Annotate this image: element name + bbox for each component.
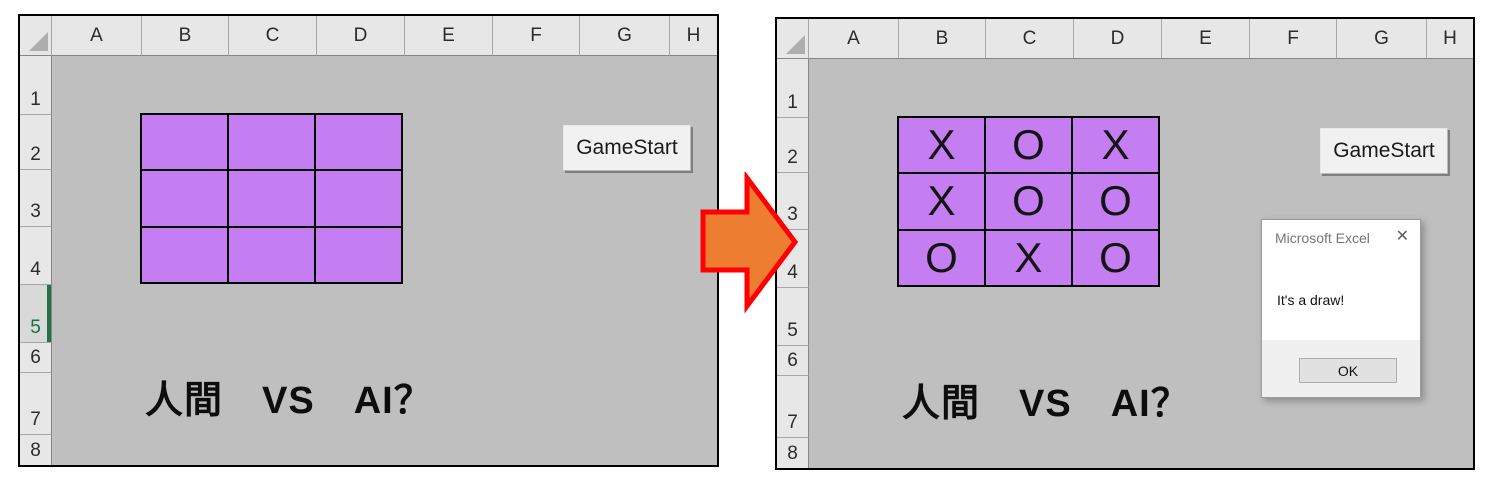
column-header-h[interactable]: H xyxy=(1427,19,1473,59)
ok-button[interactable]: OK xyxy=(1299,358,1397,383)
board-cell[interactable]: X xyxy=(899,118,984,173)
board-cell[interactable] xyxy=(229,171,314,226)
row-header-7[interactable]: 7 xyxy=(20,373,52,435)
board-cell[interactable] xyxy=(316,227,401,282)
board-cell[interactable]: O xyxy=(986,174,1071,229)
board-cell[interactable]: X xyxy=(1073,118,1158,173)
row-header-1[interactable]: 1 xyxy=(20,56,52,115)
gamestart-button[interactable]: GameStart xyxy=(1320,128,1448,174)
column-header-g[interactable]: G xyxy=(1337,19,1427,59)
gamestart-button[interactable]: GameStart xyxy=(563,125,691,171)
board-cell[interactable] xyxy=(316,115,401,170)
row-header-8[interactable]: 8 xyxy=(777,438,809,468)
row-header-4[interactable]: 4 xyxy=(20,227,52,285)
column-header-a[interactable]: A xyxy=(809,19,899,59)
board-cell[interactable]: O xyxy=(1073,174,1158,229)
msgbox-footer: OK xyxy=(1262,340,1420,397)
tictactoe-board-empty xyxy=(140,113,403,284)
column-header-c[interactable]: C xyxy=(229,16,317,56)
board-cell[interactable]: O xyxy=(986,118,1071,173)
board-cell[interactable] xyxy=(142,115,227,170)
board-cell[interactable] xyxy=(229,227,314,282)
board-cell[interactable] xyxy=(142,227,227,282)
versus-caption: 人間 VS AI？ xyxy=(902,383,1190,425)
row-header-column: 1 2 3 4 5 6 7 8 xyxy=(20,56,52,465)
transform-arrow xyxy=(695,170,805,314)
column-header-a[interactable]: A xyxy=(52,16,142,56)
spreadsheet-after: A B C D E F G H 1 2 3 4 5 6 7 8 X O X X … xyxy=(775,17,1475,470)
board-cell[interactable]: X xyxy=(899,174,984,229)
board-cell[interactable]: O xyxy=(899,230,984,285)
row-header-5-selected[interactable]: 5 xyxy=(20,285,52,343)
row-header-2[interactable]: 2 xyxy=(777,118,809,173)
row-header-3[interactable]: 3 xyxy=(20,170,52,227)
select-all-corner[interactable] xyxy=(20,16,52,56)
column-header-f[interactable]: F xyxy=(1250,19,1337,59)
board-cell[interactable] xyxy=(316,171,401,226)
close-icon[interactable]: ✕ xyxy=(1395,228,1409,245)
column-header-b[interactable]: B xyxy=(899,19,986,59)
tictactoe-board-filled: X O X X O O O X O xyxy=(897,116,1160,287)
column-header-g[interactable]: G xyxy=(580,16,670,56)
column-header-b[interactable]: B xyxy=(142,16,229,56)
select-all-triangle-icon xyxy=(29,32,48,51)
excel-msgbox: Microsoft Excel ✕ It's a draw! OK xyxy=(1261,219,1421,398)
row-header-7[interactable]: 7 xyxy=(777,376,809,438)
row-header-6[interactable]: 6 xyxy=(777,346,809,376)
board-cell[interactable] xyxy=(229,115,314,170)
select-all-triangle-icon xyxy=(786,35,805,54)
versus-caption: 人間 VS AI？ xyxy=(145,380,433,422)
column-header-d[interactable]: D xyxy=(317,16,405,56)
board-cell[interactable]: X xyxy=(986,230,1071,285)
board-cell[interactable]: O xyxy=(1073,230,1158,285)
select-all-corner[interactable] xyxy=(777,19,809,59)
column-header-e[interactable]: E xyxy=(405,16,493,56)
row-header-8[interactable]: 8 xyxy=(20,435,52,465)
row-header-2[interactable]: 2 xyxy=(20,115,52,170)
board-cell[interactable] xyxy=(142,171,227,226)
row-header-5[interactable]: 5 xyxy=(777,288,809,346)
msgbox-message: It's a draw! xyxy=(1277,292,1345,308)
right-arrow-icon xyxy=(700,170,799,314)
row-header-6[interactable]: 6 xyxy=(20,343,52,373)
column-header-d[interactable]: D xyxy=(1074,19,1162,59)
msgbox-title: Microsoft Excel xyxy=(1275,230,1370,246)
row-header-1[interactable]: 1 xyxy=(777,59,809,118)
spreadsheet-before: A B C D E F G H 1 2 3 4 5 6 7 8 xyxy=(18,14,719,467)
column-header-e[interactable]: E xyxy=(1162,19,1250,59)
column-header-row: A B C D E F G H xyxy=(20,16,717,56)
row-header-3[interactable]: 3 xyxy=(777,173,809,230)
column-header-c[interactable]: C xyxy=(986,19,1074,59)
column-header-f[interactable]: F xyxy=(493,16,580,56)
column-header-h[interactable]: H xyxy=(670,16,717,56)
column-header-row: A B C D E F G H xyxy=(777,19,1473,59)
